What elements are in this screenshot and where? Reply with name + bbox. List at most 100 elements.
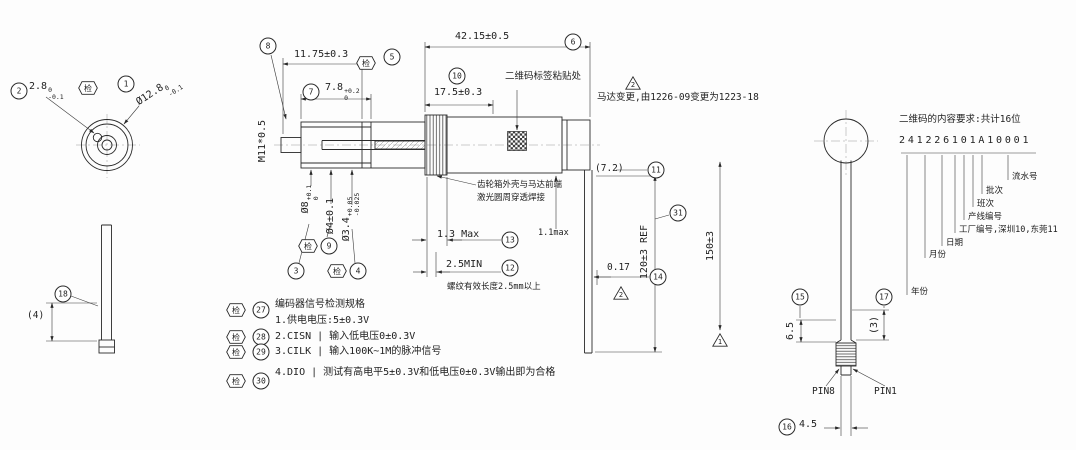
dim-11-75: 11.75±0.3 (294, 49, 349, 60)
balloon-15: 15 (791, 288, 809, 306)
spec-line-3: 3.CILK | 输入100K~1M的脉冲信号 (275, 346, 442, 357)
dim-17-5: 17.5±0.3 (434, 87, 483, 98)
qr-legend-shift: 班次 (977, 199, 995, 209)
tol-lower: -0.1 (48, 93, 64, 102)
revision-number: 2 (630, 81, 636, 89)
dim-value: 2.8 (29, 81, 48, 92)
label-pin1: PIN1 (874, 386, 897, 397)
qr-legend-serial: 流水号 (1012, 172, 1038, 182)
balloon-6: 6 (564, 33, 582, 51)
thread-callout-m11: M11*0.5 (257, 119, 268, 163)
balloon-17: 17 (875, 288, 893, 306)
balloon-30: 30 (252, 372, 270, 390)
qr-spec-title: 二维码的内容要求:共计16位 (899, 114, 1021, 125)
inspection-label: 检 (232, 305, 240, 315)
balloon-12: 12 (501, 259, 519, 277)
dim-2-5-min: 2.5MIN (446, 259, 483, 270)
triangle-icon (625, 76, 641, 90)
dim-value: Ø8 (300, 201, 312, 214)
dim-1-1-max: 1.1max (538, 228, 569, 238)
dim-value: Ø3.4 (341, 217, 353, 242)
qr-legend-day: 日期 (946, 238, 964, 248)
revision-triangle: 1 (712, 333, 728, 347)
dim-120-ref: 120±3 REF (639, 224, 650, 280)
revision-number: 1 (717, 338, 723, 346)
spec-line-2: 2.CISN | 输入低电压0±0.3V (275, 331, 416, 342)
dim-1-3-max: 1.3 Max (437, 229, 480, 240)
dim-42-15: 42.15±0.5 (455, 31, 510, 42)
inspection-hex-mark: 检 (298, 239, 318, 253)
hexagon-icon (226, 374, 246, 388)
note-thread-length: 螺纹有效长度2.5mm以上 (447, 282, 541, 292)
hexagon-icon (356, 56, 376, 70)
balloon-8: 8 (259, 37, 277, 55)
balloon-1: 1 (117, 75, 135, 93)
balloon-7: 7 (302, 83, 320, 101)
note-motor-change: 马达变更,由1226-09变更为1223-18 (597, 92, 759, 103)
hexagon-icon (226, 345, 246, 359)
inspection-label: 检 (232, 347, 240, 357)
balloon-29: 29 (252, 343, 270, 361)
hexagon-icon (226, 330, 246, 344)
dim-dia-4: Ø4±0.1 (325, 197, 336, 235)
spec-title: 编码器信号检测规格 (275, 299, 365, 310)
inspection-hex-mark: 检 (78, 81, 98, 95)
inspection-label: 检 (232, 332, 240, 342)
revision-number: 2 (618, 291, 624, 299)
dim-tolerance: +0.05-0.025 (346, 192, 362, 217)
inspection-label: 检 (304, 241, 312, 251)
note-weld-line2: 激光圆周穿透焊接 (477, 193, 546, 203)
balloon-31: 31 (669, 204, 687, 222)
balloon-10: 10 (448, 67, 466, 85)
dim-7-2-ref: (7.2) (595, 163, 624, 174)
inspection-hex-mark: 检 (226, 303, 246, 317)
inspection-hex-mark: 检 (356, 56, 376, 70)
balloon-16: 16 (778, 418, 796, 436)
balloon-5: 5 (383, 48, 401, 66)
triangle-icon (712, 333, 728, 347)
note-weld-line1: 齿轮箱外壳与马达前端 (477, 180, 563, 190)
spec-line-1: 1.供电电压:5±0.3V (275, 315, 370, 326)
qr-legend-batch: 批次 (986, 186, 1004, 196)
balloon-27: 27 (252, 301, 270, 319)
balloon-14: 14 (649, 268, 667, 286)
dim-4-5: 4.5 (799, 419, 818, 430)
triangle-icon (613, 286, 629, 300)
inspection-hex-mark: 检 (226, 330, 246, 344)
qr-legend-month: 月份 (929, 250, 947, 260)
dim-dia-3-4: Ø3.4+0.05-0.025 (341, 192, 362, 242)
balloon-9: 9 (320, 237, 338, 255)
dim-0-17: 0.17 (607, 262, 630, 273)
dim-6-5: 6.5 (785, 321, 796, 341)
tol-lower: 0 (312, 196, 321, 201)
dim-4-ref: (4) (27, 310, 45, 321)
hexagon-icon (298, 239, 318, 253)
inspection-label: 检 (232, 376, 240, 386)
dim-value: 7.8 (325, 82, 344, 93)
qr-legend-line-no: 产线编号 (968, 212, 1003, 222)
inspection-hex-mark: 检 (226, 374, 246, 388)
balloon-11: 11 (647, 161, 665, 179)
balloon-2: 2 (10, 82, 28, 100)
dim-tolerance: 0-0.1 (48, 86, 64, 102)
tol-lower: -0.025 (353, 192, 362, 217)
note-qr-label-location: 二维码标签粘贴处 (505, 71, 582, 82)
inspection-hex-mark: 检 (327, 264, 347, 278)
inspection-hex-mark: 检 (226, 345, 246, 359)
qr-code-value: 241226101A10001 (899, 135, 1032, 146)
balloon-3: 3 (287, 262, 305, 280)
dim-150: 150±3 (705, 230, 716, 262)
revision-triangle: 2 (625, 76, 641, 90)
inspection-label: 检 (333, 266, 341, 276)
spec-line-4: 4.DIO | 测试有高电平5±0.3V和低电压0±0.3V输出即为合格 (275, 367, 556, 378)
balloon-13: 13 (501, 231, 519, 249)
tol-lower: 0 (344, 94, 348, 103)
hexagon-icon (327, 264, 347, 278)
